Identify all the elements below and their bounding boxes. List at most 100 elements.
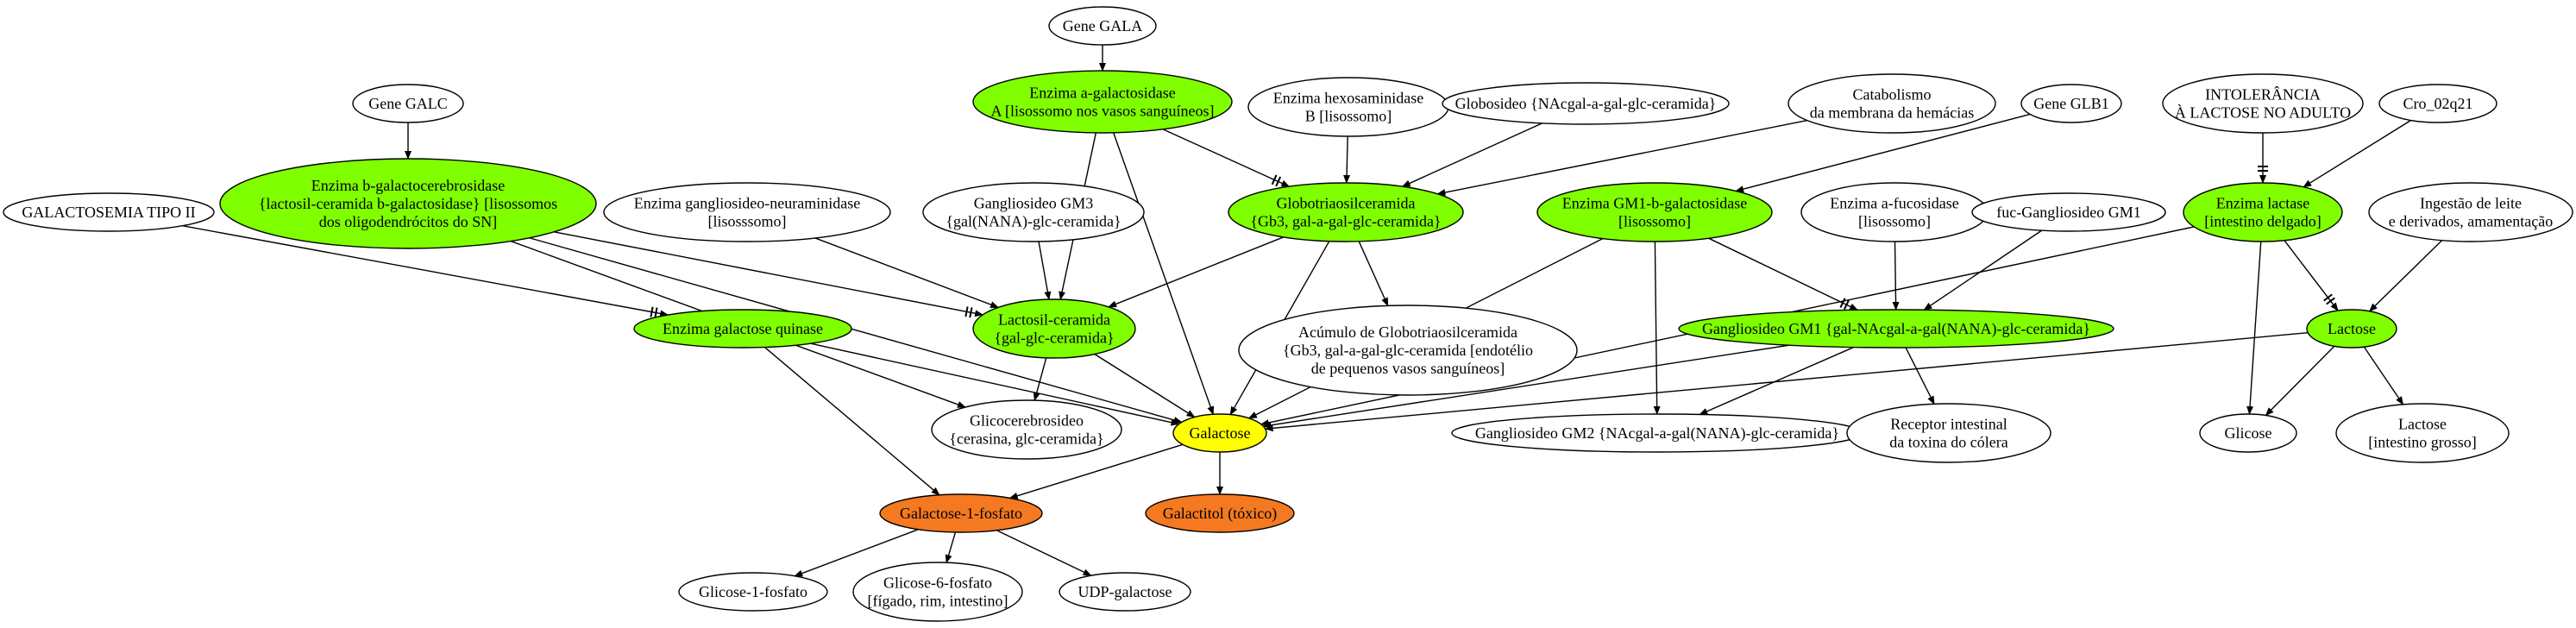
- node-label: Glicose-6-fosfato: [883, 575, 992, 592]
- node-shape: [852, 562, 1023, 622]
- node-label: Gangliosideo GM3: [974, 195, 1094, 212]
- node-udp: UDP-galactose: [1059, 572, 1191, 612]
- node-label: Gene GLB1: [2033, 95, 2108, 112]
- edge-line: [1436, 119, 1807, 196]
- node-label: {gal(NANA)-glc-ceramida}: [946, 213, 1121, 231]
- node-shape: [633, 309, 852, 349]
- node-glicose: Glicose: [2199, 413, 2297, 453]
- edge-gene-glb1-to-enz-gm1: [1735, 113, 2031, 193]
- edge-line: [1358, 241, 1389, 307]
- node-enz-gal-quin: Enzima galactose quinase: [633, 309, 852, 349]
- inhibition-mark: [650, 306, 654, 317]
- node-enz-gm1: Enzima GM1-b-galactosidase[lisossomo]: [1536, 182, 1773, 242]
- node-label: [intestino grosso]: [2368, 434, 2477, 451]
- node-shape: [2162, 73, 2364, 134]
- node-label: [lisossomo]: [1618, 213, 1691, 230]
- edge-globotriao-to-lactosil: [1108, 236, 1285, 308]
- node-shape: [352, 84, 464, 123]
- edge-enz-gm1-to-gm2: [1653, 241, 1661, 415]
- edge-lactosil-to-galactose: [1094, 353, 1196, 418]
- node-glicocerebrosideo: Glicocerebrosideo{cerasina, glc-ceramida…: [931, 399, 1122, 460]
- edge-line: [1653, 241, 1661, 415]
- edge-line: [554, 231, 984, 317]
- node-shape: [2020, 84, 2122, 123]
- edge-gal1p-to-g1p: [794, 529, 919, 577]
- edge-line: [529, 237, 1183, 424]
- node-label: Lactose: [2328, 320, 2376, 337]
- node-label: dos oligodendrócitos do SN]: [319, 213, 498, 230]
- node-shape: [1971, 192, 2166, 232]
- edge-line: [2363, 346, 2404, 405]
- edge-line: [1735, 113, 2031, 193]
- edge-line: [945, 531, 957, 564]
- edge-line: [1108, 236, 1285, 308]
- edge-line: [1264, 331, 2309, 432]
- node-label: GALACTOSEMIA TIPO II: [22, 204, 195, 221]
- edge-enz-lactase-to-glicose: [2246, 241, 2262, 416]
- node-g1p: Glicose-1-fosfato: [678, 572, 828, 612]
- edge-line: [182, 225, 669, 317]
- node-label: da toxina do cólera: [1889, 434, 2007, 451]
- node-galactosemia: GALACTOSEMIA TIPO II: [3, 192, 215, 232]
- node-label: Receptor intestinal: [1890, 416, 2007, 433]
- node-label: Enzima hexosaminidase: [1273, 90, 1423, 107]
- edge-cro-to-enz-lactase: [2303, 119, 2411, 188]
- node-gm1: Gangliosideo GM1 {gal-NAcgal-a-gal(NANA)…: [1678, 309, 2114, 349]
- edge-fuc-gm1-to-gm1: [1923, 229, 2043, 311]
- node-shape: [2368, 182, 2573, 242]
- node-shape: [219, 158, 597, 249]
- edge-line: [1892, 241, 1900, 311]
- node-label: Lactosil-ceramida: [998, 311, 1110, 329]
- edge-intolerancia-to-enz-lactase: [2258, 133, 2268, 184]
- node-label: INTOLERÂNCIA: [2205, 85, 2321, 104]
- edge-enz-gal-quin-to-galactose: [810, 342, 1180, 426]
- inhibition-mark: [654, 307, 658, 318]
- node-galactitol: Galactitol (tóxico): [1145, 493, 1295, 533]
- node-shape: [922, 182, 1145, 242]
- node-label: da membrana da hemácias: [1810, 104, 1974, 122]
- node-enz-lactase: Enzima lactase[intestino delgado]: [2183, 182, 2343, 242]
- node-shape: [2335, 403, 2510, 463]
- edge-catabolismo-to-globotriao: [1436, 119, 1807, 196]
- node-shape: [1238, 305, 1578, 396]
- node-gal1p: Galactose-1-fosfato: [879, 493, 1043, 533]
- edge-line: [814, 237, 1000, 309]
- edge-line: [1008, 443, 1184, 499]
- node-label: À LACTOSE NO ADULTO: [2175, 104, 2351, 122]
- node-shape: [1172, 413, 1267, 453]
- node-label: Globosideo {NAcgal-a-gal-glc-ceramida}: [1455, 95, 1717, 112]
- node-g6p: Glicose-6-fosfato[fígado, rim, intestino…: [852, 562, 1023, 622]
- node-label: Gene GALA: [1063, 17, 1142, 35]
- node-shape: [678, 572, 828, 612]
- node-shape: [1059, 572, 1191, 612]
- inhibition-mark: [1839, 298, 1846, 308]
- edge-globosideo-to-globotriao: [1401, 122, 1542, 187]
- edge-line: [794, 529, 919, 577]
- node-label: Enzima a-fucosidase: [1830, 195, 1958, 212]
- node-label: [intestino delgado]: [2204, 213, 2321, 230]
- node-label: Lactose: [2398, 416, 2447, 433]
- inhibition-mark: [2323, 293, 2333, 302]
- edge-galactose-to-gal1p: [1008, 443, 1184, 499]
- edge-line: [1401, 122, 1542, 187]
- node-label: Glicose-1-fosfato: [699, 583, 807, 600]
- node-label: [lisossomo]: [1858, 213, 1931, 230]
- node-enz-afuc: Enzima a-fucosidase[lisossomo]: [1800, 182, 1989, 242]
- node-shape: [1145, 493, 1295, 533]
- inhibition-mark: [1843, 299, 1850, 311]
- node-label: e derivados, amamentação: [2389, 213, 2553, 230]
- edge-line: [1923, 229, 2043, 311]
- node-label: Cro_02q21: [2403, 95, 2473, 112]
- node-label: {cerasina, glc-ceramida}: [949, 430, 1103, 448]
- node-shape: [1787, 73, 1996, 134]
- node-label: {gal-glc-ceramida}: [994, 330, 1114, 347]
- inhibition-mark: [1271, 174, 1278, 185]
- edge-gal1p-to-udp: [996, 530, 1092, 576]
- node-shape: [1536, 182, 1773, 242]
- node-globotriao: Globotriaosilceramida{Gb3, gal-a-gal-glc…: [1228, 182, 1464, 242]
- edge-enz-gal-quin-to-gal1p: [764, 347, 940, 496]
